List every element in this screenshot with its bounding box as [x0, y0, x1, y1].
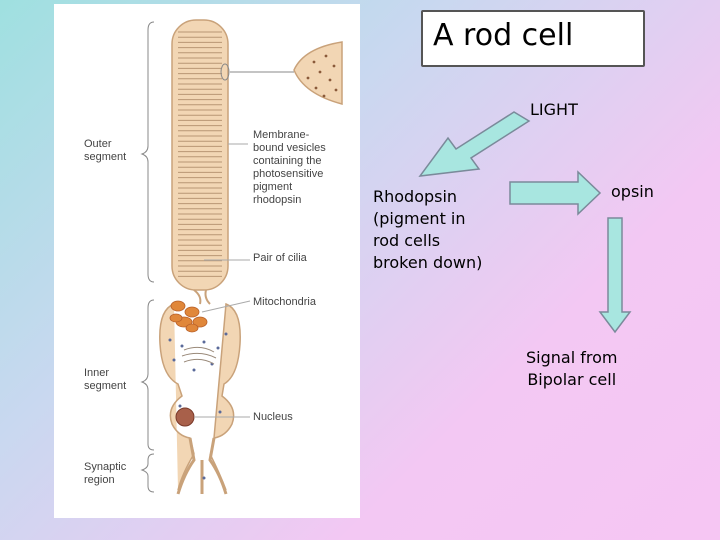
title-box: A rod cell [421, 10, 645, 67]
granules [168, 332, 228, 480]
inset-dots [306, 54, 338, 98]
membrane-discs [178, 31, 222, 277]
signal-text: Signal from Bipolar cell [526, 347, 617, 391]
synaptic-terminal [176, 437, 228, 495]
rhodopsin-line-3: rod cells [373, 231, 441, 250]
light-arrow-shape [418, 111, 531, 177]
mitochondria-label: Mitochondria [253, 296, 317, 308]
rhodopsin-line-2: (pigment in [373, 209, 466, 228]
page-title: A rod cell [433, 18, 574, 53]
synaptic-region-bracket [140, 453, 155, 493]
inner-segment-bracket [140, 299, 155, 451]
golgi [181, 346, 217, 365]
to-opsin-arrow [509, 170, 602, 216]
synaptic-region-label: Synaptic region [84, 461, 129, 486]
rod-cell-figure: Outer segment Inner segment Synaptic reg… [54, 4, 360, 518]
vesicles-label: Membrane- bound vesicles containing the … [253, 129, 329, 206]
to-signal-arrow [598, 217, 632, 334]
cilia-stalk [193, 289, 211, 305]
signal-line-1: Signal from [526, 348, 618, 367]
outer-segment-label: Outer segment [84, 138, 126, 163]
mitochondria-leader [201, 300, 251, 313]
opsin-label: opsin [611, 182, 654, 201]
inner-segment-label: Inner segment [84, 367, 126, 392]
mitochondria-cluster [169, 300, 208, 333]
inset-marker [220, 63, 230, 81]
light-label: LIGHT [530, 100, 578, 119]
cilia-label: Pair of cilia [253, 252, 308, 264]
outer-segment [171, 19, 229, 291]
rhodopsin-text: Rhodopsin (pigment in rod cells broken d… [373, 186, 482, 274]
rhodopsin-line-1: Rhodopsin [373, 187, 458, 206]
vesicle-inset [293, 41, 343, 105]
rhodopsin-line-4: broken down) [373, 253, 483, 272]
nucleus-label: Nucleus [253, 411, 293, 423]
signal-line-2: Bipolar cell [527, 370, 617, 389]
rod-cell-illustration: Outer segment Inner segment Synaptic reg… [84, 19, 343, 495]
outer-segment-bracket [140, 21, 155, 283]
